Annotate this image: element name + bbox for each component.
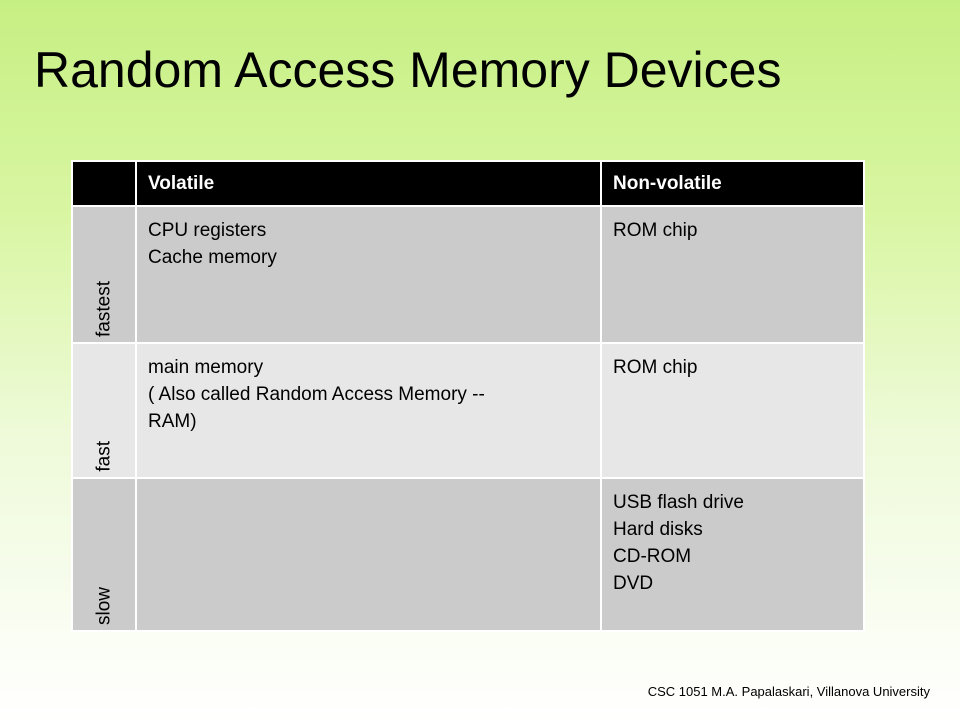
speed-label-slow: slow [93,586,115,625]
volatile-item-ram-note-end: RAM) [148,411,197,432]
nonvolatile-cell-slow: USB flash drive Hard disks CD-ROM DVD [600,477,865,632]
nonvolatile-item-usb-flash-drive: USB flash drive [613,492,744,513]
nonvolatile-cell-fastest: ROM chip [600,205,865,344]
table-row-fast: fast main memory ( Also called Random Ac… [71,342,865,479]
volatile-cell-fast: main memory ( Also called Random Access … [135,342,602,479]
slide-title: Random Access Memory Devices [34,42,782,98]
speed-cell-fastest: fastest [71,205,137,344]
table-row-slow: slow USB flash drive Hard disks CD-ROM D… [71,477,865,632]
volatile-cell-fastest: CPU registers Cache memory [135,205,602,344]
slide-footer: CSC 1051 M.A. Papalaskari, Villanova Uni… [647,684,930,699]
speed-cell-fast: fast [71,342,137,479]
table-header-row: Volatile Non-volatile [71,160,865,207]
volatile-item-cpu-registers: CPU registers [148,220,267,241]
volatile-item-main-memory: main memory [148,357,264,378]
header-volatile: Volatile [135,160,602,207]
header-nonvolatile: Non-volatile [600,160,865,207]
volatile-cell-slow [135,477,602,632]
nonvolatile-cell-fast: ROM chip [600,342,865,479]
table-row-fastest: fastest CPU registers Cache memory ROM c… [71,205,865,344]
speed-cell-slow: slow [71,477,137,632]
nonvolatile-item-hard-disks: Hard disks [613,519,703,540]
volatile-item-ram-note: ( Also called Random Access Memory -- [148,384,485,405]
header-corner-cell [71,160,137,207]
nonvolatile-item-rom-chip: ROM chip [613,220,698,241]
memory-devices-table: Volatile Non-volatile fastest CPU regist… [71,160,865,632]
speed-label-fastest: fastest [93,281,115,337]
speed-label-fast: fast [93,441,115,472]
nonvolatile-item-dvd: DVD [613,573,654,594]
volatile-item-cache-memory: Cache memory [148,247,277,268]
nonvolatile-item-rom-chip: ROM chip [613,357,698,378]
nonvolatile-item-cd-rom: CD-ROM [613,546,692,567]
